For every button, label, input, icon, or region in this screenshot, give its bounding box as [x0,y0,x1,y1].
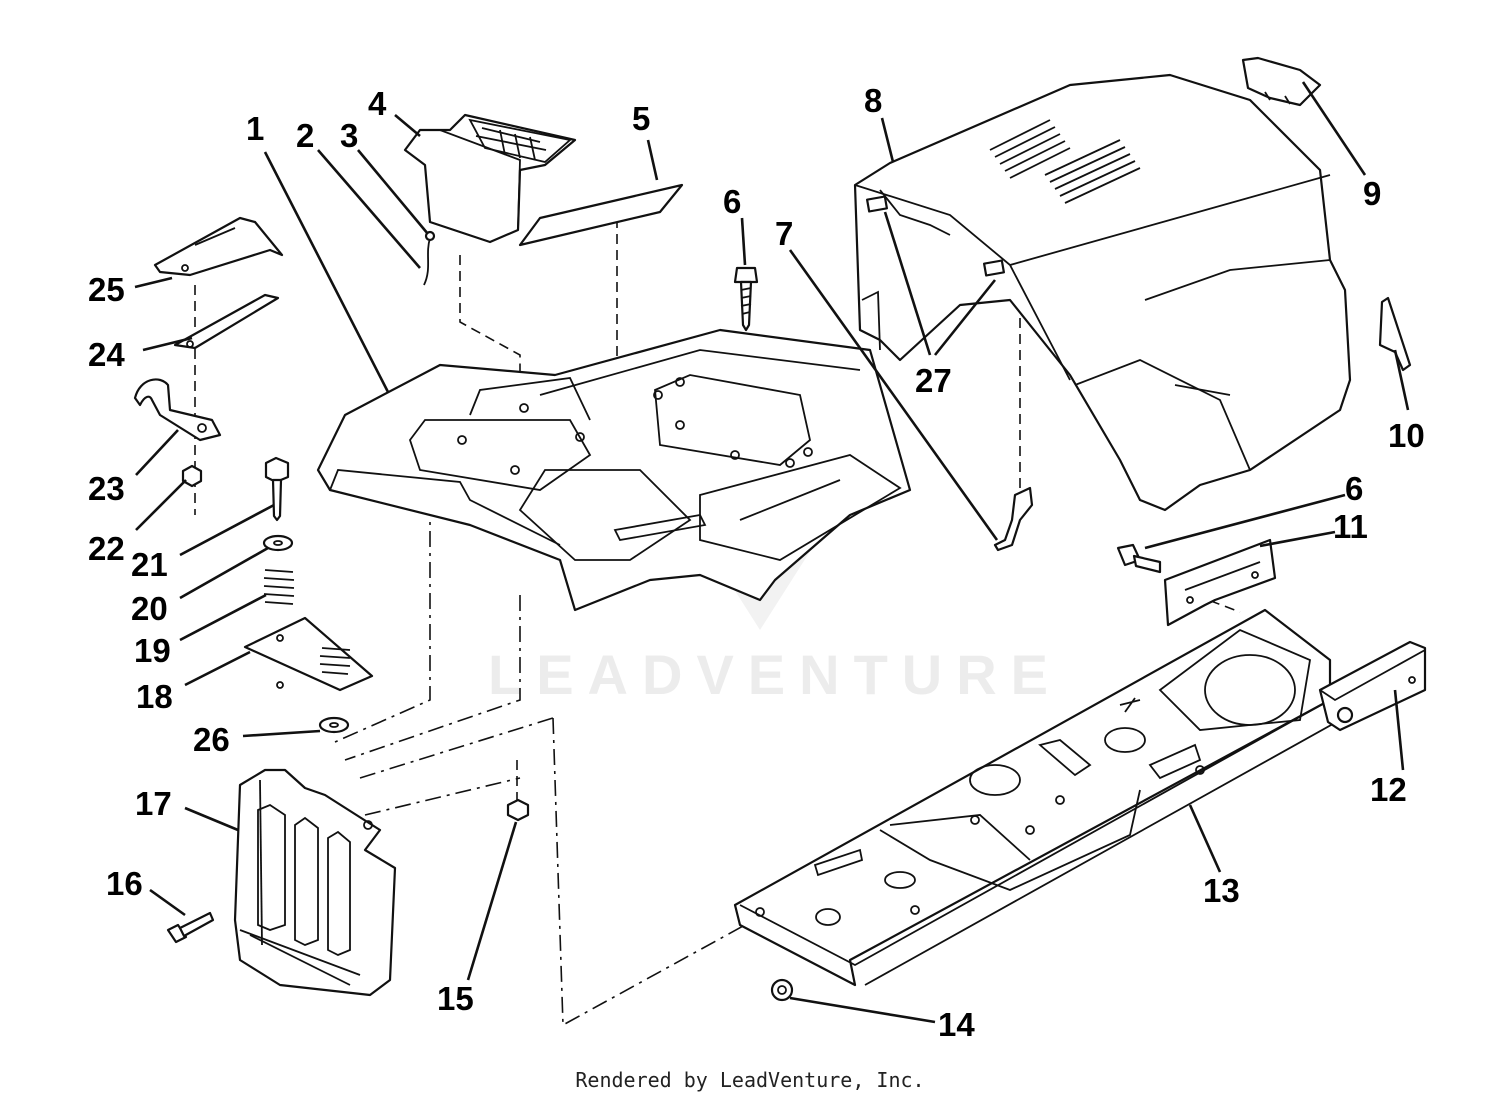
callout-23: 23 [88,470,125,507]
leader-lines [134,81,1410,1024]
part-25-plate [153,216,284,277]
part-22-nut [181,464,203,488]
callout-21: 21 [131,546,168,583]
callout-2: 2 [296,117,314,154]
part-8-hood [853,73,1352,512]
part-18-spring-plate [243,616,374,692]
callout-3: 3 [340,117,358,154]
part-16-screw [166,911,215,944]
callout-9: 9 [1363,175,1381,212]
callout-26: 26 [193,721,230,758]
part-2-wire [423,237,431,286]
part-24-strip [173,293,280,350]
part-9-hood-bracket [1241,56,1322,107]
part-21-bolt [264,456,290,522]
part-12-front-channel [1318,640,1427,732]
part-7-hood-latch [993,486,1034,552]
part-10-side-bracket [1378,296,1412,372]
callout-19: 19 [134,632,171,669]
callout-27: 27 [915,362,952,399]
callout-labels: 1 2 3 4 5 6 6 7 8 9 10 11 12 13 14 15 16… [88,82,1425,1043]
parts-diagram: LEADVENTURE [88,56,1427,1043]
callout-22: 22 [88,530,125,567]
callout-10: 10 [1388,417,1425,454]
callout-1: 1 [246,110,264,147]
footer-credit: Rendered by LeadVenture, Inc. [575,1068,925,1092]
callout-17: 17 [135,785,172,822]
callout-11: 11 [1333,508,1368,545]
callout-6-upper: 6 [723,183,741,220]
callout-4: 4 [368,85,387,122]
callout-18: 18 [136,678,173,715]
callout-14: 14 [938,1006,975,1043]
part-23-clamp [133,378,222,442]
part-4-battery-tray [403,113,577,244]
part-11-mount-bracket [1163,538,1277,627]
part-26-washer [318,716,350,734]
part-20-washer [262,534,294,552]
part-6-screw-lower [1116,543,1162,574]
callout-20: 20 [131,590,168,627]
callout-12: 12 [1370,771,1407,808]
callout-13: 13 [1203,872,1240,909]
part-6-screw-upper [733,266,759,332]
part-14-nut [770,978,794,1002]
part-5-decal [518,183,684,247]
callout-7: 7 [775,215,793,252]
callout-8: 8 [864,82,882,119]
callout-15: 15 [437,980,474,1017]
callout-25: 25 [88,271,125,308]
callout-24: 24 [88,336,125,373]
callout-16: 16 [106,865,143,902]
part-15-nut [506,798,530,822]
callout-5: 5 [632,100,650,137]
part-1-fender-deck [316,328,912,612]
callout-6-lower: 6 [1345,470,1363,507]
part-17-front-cover [233,768,397,997]
watermark-text: LEADVENTURE [488,643,1062,706]
part-19-spring [263,569,295,605]
